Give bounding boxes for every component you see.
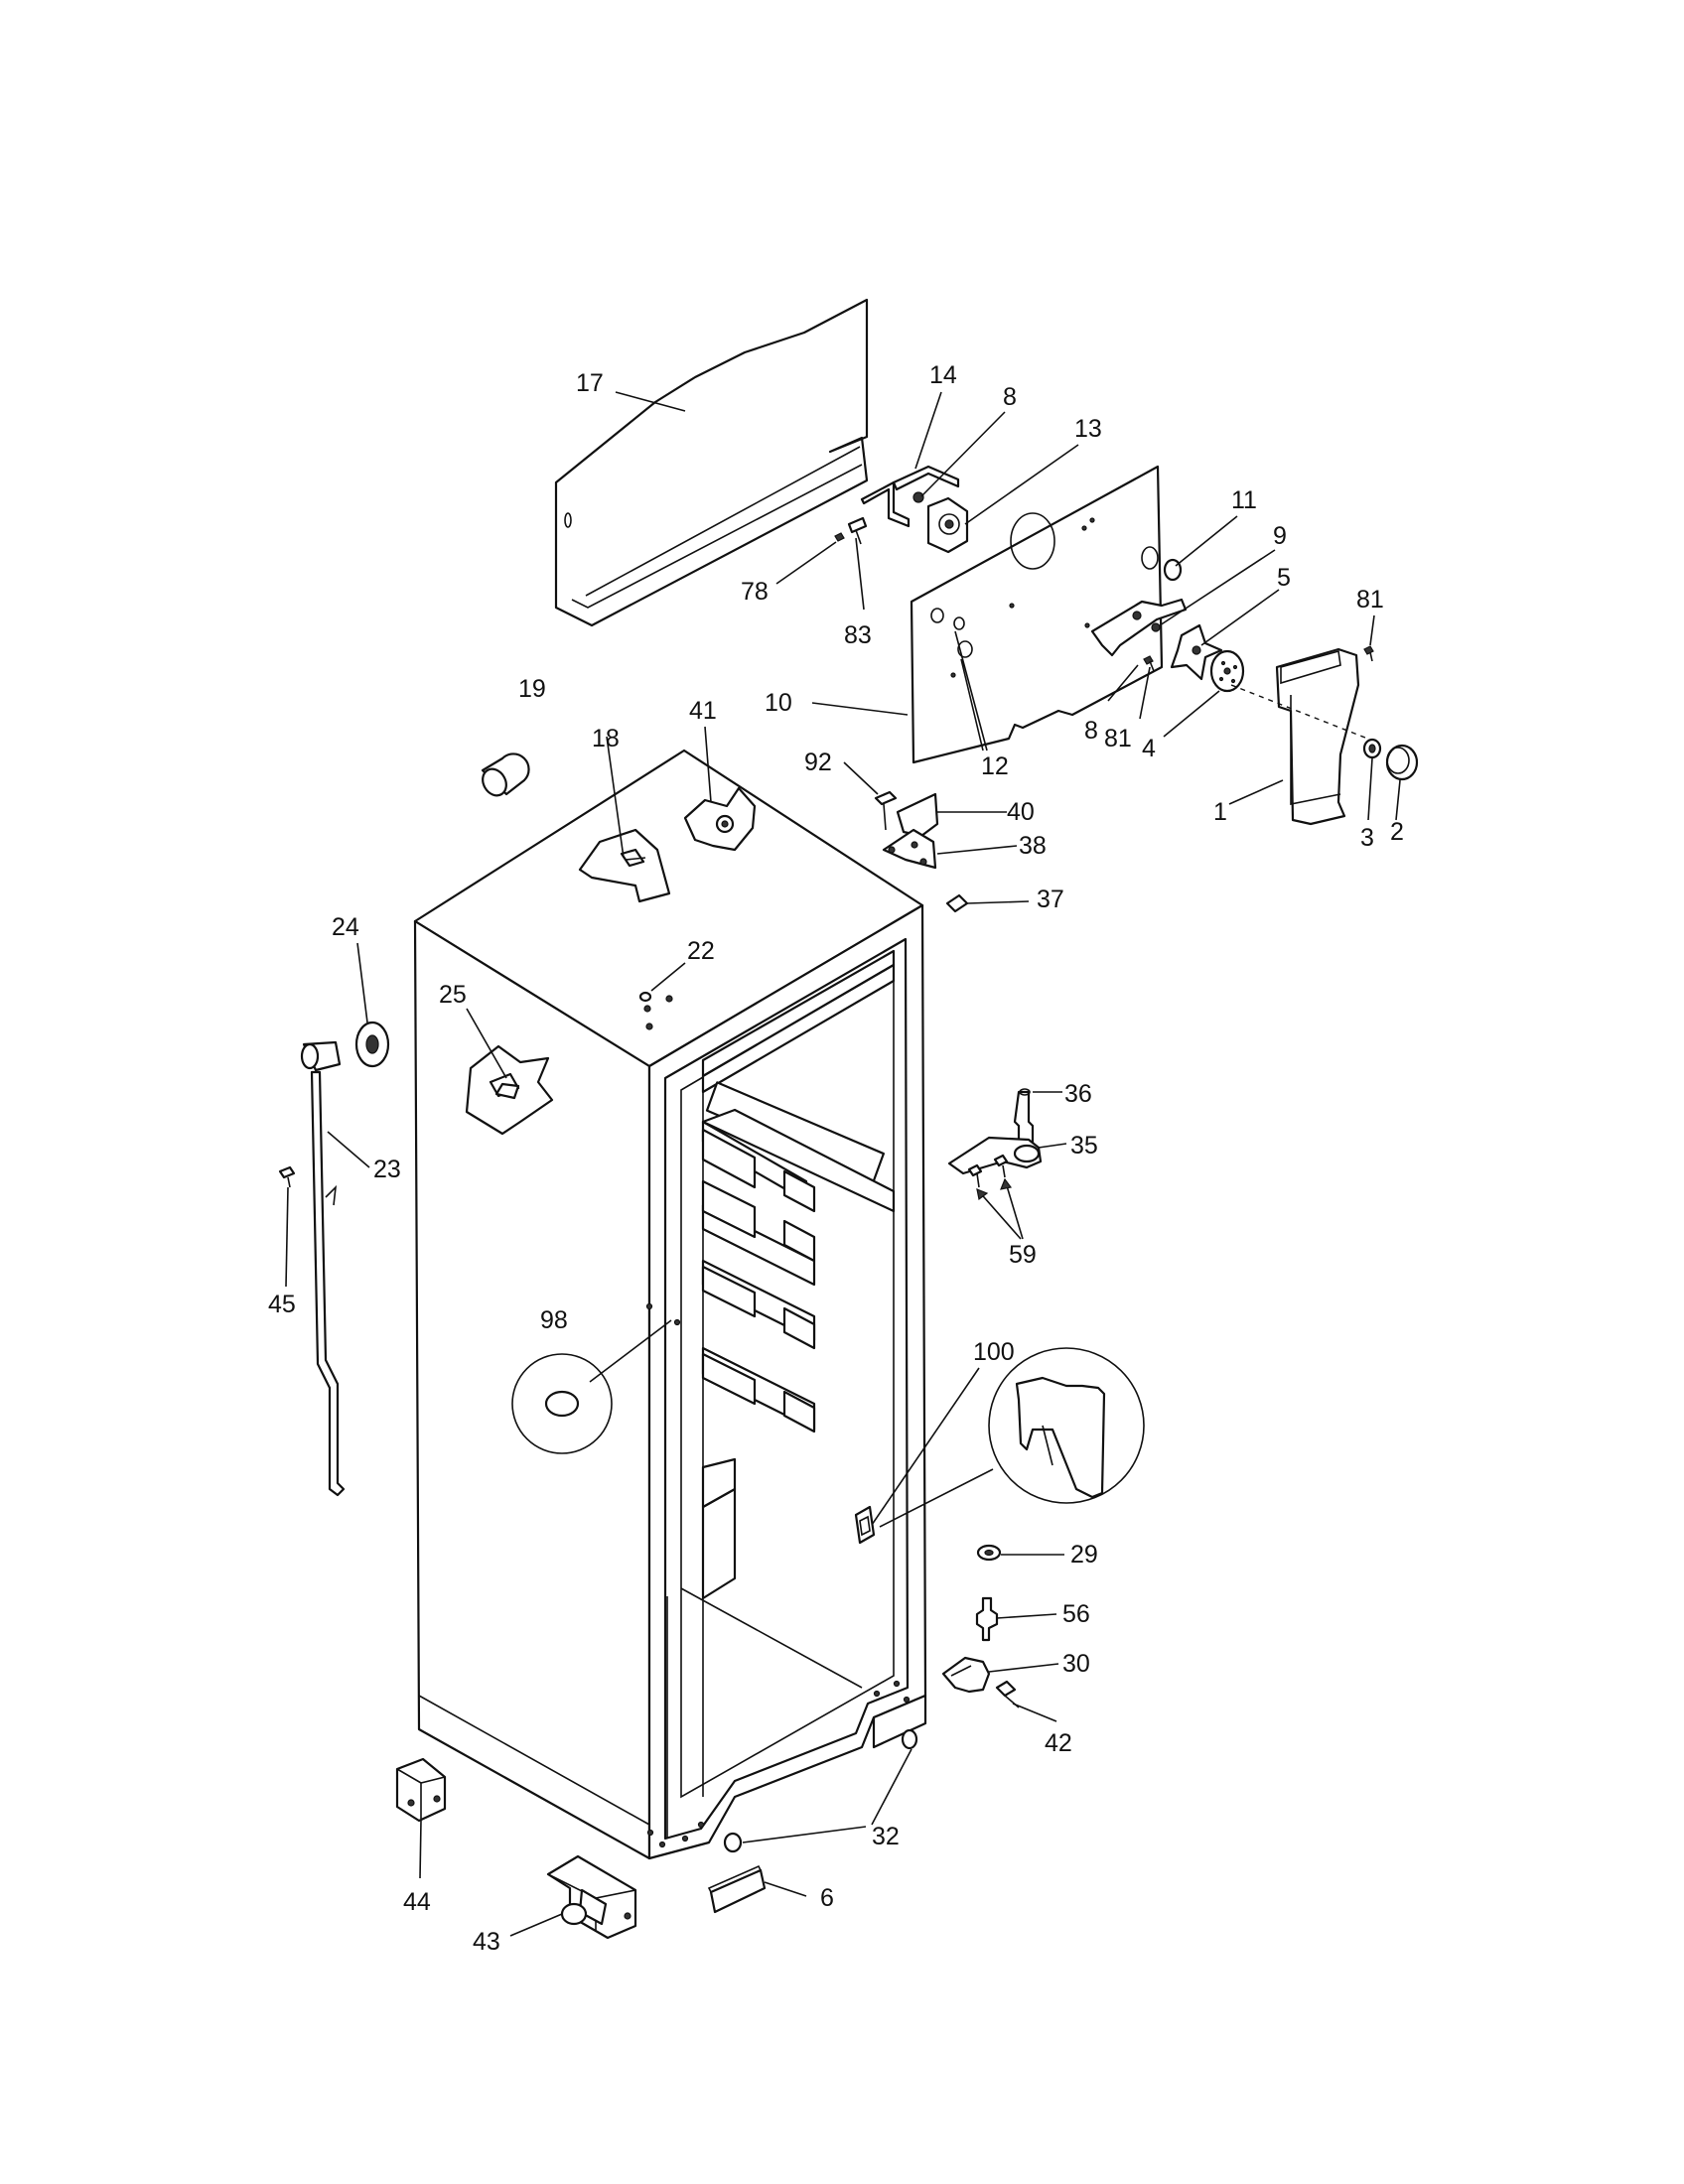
callout-81-lower: 81 [1104, 725, 1132, 752]
grommet-detail-part [511, 1302, 681, 1454]
callout-40: 40 [1007, 798, 1035, 826]
callout-32: 32 [872, 1823, 900, 1850]
callout-8-lower: 8 [1084, 717, 1098, 745]
roller-bracket-part [546, 1854, 637, 1940]
callout-11: 11 [1231, 486, 1257, 514]
control-housing-part [1230, 647, 1371, 826]
evaporator-cover-part [910, 465, 1164, 764]
callout-59: 59 [1009, 1241, 1037, 1269]
callout-14: 14 [929, 361, 957, 389]
callout-3: 3 [1360, 824, 1374, 852]
hinge-bolt-part [995, 1680, 1020, 1708]
callout-41: 41 [689, 697, 717, 725]
callout-12: 12 [981, 752, 1009, 780]
top-plug-part [638, 991, 652, 1003]
bottom-hinge-part [941, 1656, 991, 1694]
hinge-cover-part [896, 792, 939, 838]
callout-98: 98 [540, 1306, 568, 1334]
callout-5: 5 [1277, 564, 1291, 592]
callout-22: 22 [687, 937, 715, 965]
leveler-part [395, 1757, 447, 1823]
top-hinge-mount-part [578, 828, 671, 903]
callout-36: 36 [1064, 1080, 1092, 1108]
callout-92: 92 [804, 749, 832, 776]
motor-bracket-part [860, 465, 960, 528]
callout-100: 100 [973, 1338, 1015, 1366]
screw-part [834, 516, 868, 545]
callout-30: 30 [1062, 1650, 1090, 1678]
fan-bracket-part [1090, 598, 1188, 657]
callout-8-top: 8 [1003, 383, 1017, 411]
bottom-hinge-pin-part [975, 1596, 999, 1642]
callout-10: 10 [765, 689, 792, 717]
callout-37: 37 [1037, 886, 1064, 913]
callout-45: 45 [268, 1291, 296, 1318]
hinge-screws-part [967, 1154, 1009, 1188]
control-knob-part [1385, 744, 1419, 781]
callout-9: 9 [1273, 522, 1287, 550]
callout-13: 13 [1074, 415, 1102, 443]
top-hinge-part [683, 786, 757, 852]
cabinet-part [413, 749, 927, 1860]
callout-17: 17 [576, 369, 604, 397]
hinge-pin-part [945, 893, 969, 913]
bushing-part [354, 1021, 390, 1068]
door-stop-rod-part [300, 1040, 346, 1497]
callout-18: 18 [592, 725, 620, 752]
hinge-screw-part [874, 790, 898, 831]
fan-motor-part [926, 496, 969, 554]
callout-83: 83 [844, 621, 872, 649]
callout-1: 1 [1213, 798, 1227, 826]
center-hinge-part [947, 1136, 1043, 1175]
callout-6: 6 [820, 1884, 834, 1912]
fan-blade-part [1170, 623, 1223, 681]
latch-detail-part [854, 1347, 1145, 1545]
arrowheads [976, 1177, 1013, 1201]
callout-24: 24 [332, 913, 359, 941]
leader-lines [285, 391, 1401, 1937]
side-bracket-part [465, 1044, 554, 1136]
small-screw-part [1143, 645, 1374, 672]
callout-42: 42 [1045, 1729, 1072, 1757]
plug-part [723, 1728, 918, 1853]
callout-25: 25 [439, 981, 467, 1009]
cap-part [481, 752, 530, 797]
callout-19: 19 [518, 675, 546, 703]
callout-labels: 17 14 8 13 11 9 5 81 78 83 10 12 8 81 4 … [268, 361, 1404, 1956]
callout-4: 4 [1142, 735, 1156, 762]
cover-panel-part [554, 298, 869, 627]
grille-part [707, 1864, 767, 1914]
callout-29: 29 [1070, 1541, 1098, 1569]
callout-56: 56 [1062, 1600, 1090, 1628]
fan-shroud-part [1209, 649, 1245, 693]
knob-washer-part [1362, 738, 1382, 759]
top-hinge-plate-part [882, 828, 937, 870]
callout-35: 35 [1070, 1132, 1098, 1160]
callout-78: 78 [741, 578, 769, 606]
door-screw-part [278, 1165, 296, 1188]
callout-2: 2 [1390, 818, 1404, 846]
callout-38: 38 [1019, 832, 1047, 860]
callout-44: 44 [403, 1888, 431, 1916]
callout-43: 43 [473, 1928, 500, 1956]
callout-23: 23 [373, 1156, 401, 1183]
callout-81-top: 81 [1356, 586, 1384, 614]
washer-part [976, 1544, 1002, 1562]
